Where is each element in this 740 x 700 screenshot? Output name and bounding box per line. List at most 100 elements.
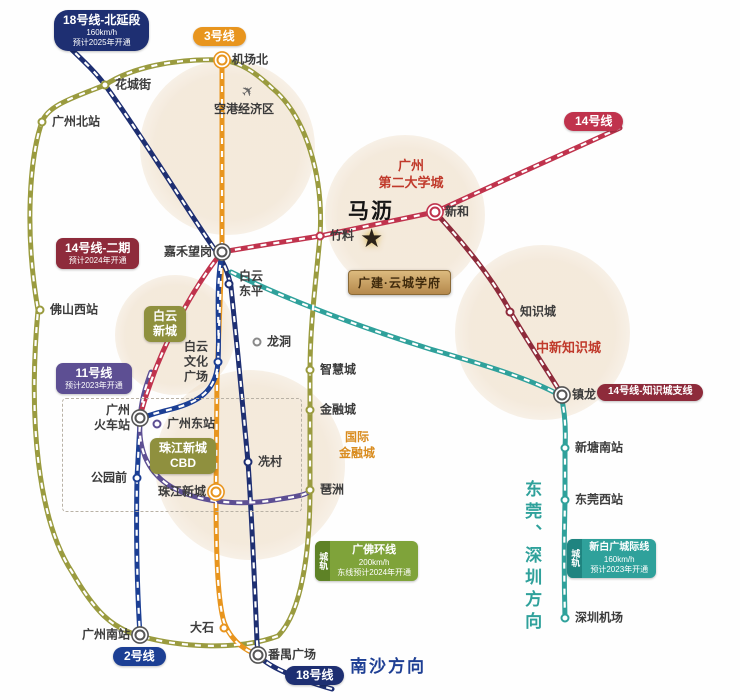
station-label: 公园前: [90, 470, 127, 485]
cbd-dashed-box: [62, 398, 302, 512]
station-label: 广州南站: [81, 627, 130, 642]
station-marker: [315, 231, 325, 241]
station-label: 金融城: [320, 402, 357, 417]
property-star-icon: ★: [360, 223, 384, 253]
university-city-label: 广州 第二大学城: [378, 158, 444, 190]
station-label: 广州东站: [167, 416, 216, 431]
badge-title: 14号线: [575, 114, 613, 128]
line-2-path-dash: [135, 251, 224, 636]
badge-title: 14号线-二期: [65, 241, 131, 255]
highlight-circle-university: [325, 135, 485, 295]
xbg-intercity-path-dash: [230, 271, 567, 619]
intercity-body: 广佛环线 200km/h 东线预计2024年开通: [330, 541, 418, 581]
intercity-tab-label: 城轨: [567, 539, 583, 578]
badge-title: 11号线: [75, 366, 113, 380]
badge-note: 预计2024年开通: [68, 256, 127, 265]
badge-speed: 160km/h: [603, 554, 635, 564]
badge-title: 3号线: [204, 29, 235, 43]
station-marker: [35, 305, 45, 315]
station-label: 机场北: [232, 52, 269, 67]
badge-title: 2号线: [124, 649, 155, 663]
badge-line11: 11号线 预计2023年开通: [56, 363, 132, 394]
station-label: 花城街: [115, 77, 152, 92]
station-label: 广州北站: [52, 114, 101, 129]
station-label: 冼村: [258, 454, 283, 469]
intl-finance-city-label: 国际 金融城: [338, 430, 375, 460]
badge-gf-loop-intercity: 城轨 广佛环线 200km/h 东线预计2024年开通: [315, 541, 419, 581]
station-marker: [219, 623, 229, 633]
badge-title: 新白广城际线: [589, 542, 650, 553]
badge-title: 18号线-北延段: [63, 13, 141, 27]
station-marker: [37, 117, 47, 127]
station-marker: [252, 649, 264, 661]
property-name-badge: 广建·云城学府: [348, 270, 451, 295]
property-name-label: 广建·云城学府: [358, 276, 441, 290]
badge-speed: 160km/h: [86, 28, 118, 37]
badge-title: 18号线: [296, 668, 334, 682]
station-marker: [505, 307, 515, 317]
line-11-path-dash: [138, 371, 312, 504]
badge-line14-kc-branch: 14号线-知识城支线: [597, 384, 704, 401]
badge-line14: 14号线: [564, 112, 624, 131]
station-marker: [556, 389, 568, 401]
station-label: 广州 火车站: [93, 403, 130, 432]
sino-singapore-kc-label: 中新知识城: [536, 340, 602, 355]
station-marker: [216, 246, 228, 258]
station-label: 白云 文化 广场: [183, 339, 208, 384]
station-marker: [429, 206, 441, 218]
badge-note: 预计2025年开通: [72, 38, 131, 47]
badge-title: 广佛环线: [352, 544, 397, 556]
gf-loop-line-path: [27, 57, 324, 649]
badge-xbg-intercity: 城轨 新白广城际线 160km/h 预计2023年开通: [567, 539, 657, 578]
station-marker: [224, 279, 234, 289]
station-label: 白云 东平: [239, 269, 264, 298]
station-marker: [134, 412, 146, 424]
badge-line3: 3号线: [193, 27, 246, 46]
badge-title: 珠江新城 CBD: [159, 441, 208, 470]
station-marker: [305, 365, 315, 375]
station-label: 番禺广场: [268, 647, 317, 662]
nansha-direction-label: 南沙方向: [350, 657, 426, 676]
station-label: 龙洞: [267, 334, 292, 349]
station-marker: [210, 486, 222, 498]
gf-loop-line-path-dash: [28, 58, 322, 647]
dongguan-shenzhen-direction-label: 东莞、深圳方向: [522, 480, 542, 634]
station-marker: [216, 54, 228, 66]
station-marker: [100, 80, 110, 90]
intercity-body: 新白广城际线 160km/h 预计2023年开通: [582, 539, 656, 578]
station-label: 智慧城: [320, 362, 357, 377]
station-label: 镇龙: [572, 387, 597, 402]
badge-line18-south: 18号线: [285, 666, 345, 685]
badge-line18-north: 18号线-北延段 160km/h 预计2025年开通: [54, 10, 150, 51]
station-marker: [305, 405, 315, 415]
badge-zhujiang-cbd: 珠江新城 CBD: [150, 438, 217, 474]
station-label: 佛山西站: [50, 302, 99, 317]
station-marker: [134, 629, 146, 641]
badge-line14-phase2: 14号线-二期 预计2024年开通: [56, 238, 140, 269]
station-marker: [560, 443, 570, 453]
airport-economic-zone-label: 空港经济区: [214, 102, 275, 116]
station-marker: [152, 419, 162, 429]
station-label: 东莞西站: [575, 492, 624, 507]
station-label: 大石: [189, 620, 214, 635]
station-label: 嘉禾望岗: [163, 244, 212, 259]
station-marker: [560, 613, 570, 623]
station-label: 新和: [445, 204, 470, 219]
station-label: 知识城: [520, 304, 557, 319]
mali-station-label: 马沥: [348, 200, 394, 223]
line-14-phase2-path-dash: [138, 251, 223, 419]
line-14-path-dash: [221, 126, 621, 254]
line-18-path-dash: [65, 43, 333, 691]
station-marker: [213, 357, 223, 367]
station-label: 珠江新城: [157, 484, 206, 499]
station-marker: [560, 495, 570, 505]
station-marker: [132, 473, 142, 483]
station-label: 竹料: [330, 228, 355, 243]
badge-speed: 200km/h: [358, 557, 390, 567]
station-marker: [305, 485, 315, 495]
badge-title: 白云 新城: [153, 309, 178, 338]
badge-note: 东线预计2024年开通: [337, 567, 412, 577]
station-label: 新塘南站: [575, 440, 624, 455]
